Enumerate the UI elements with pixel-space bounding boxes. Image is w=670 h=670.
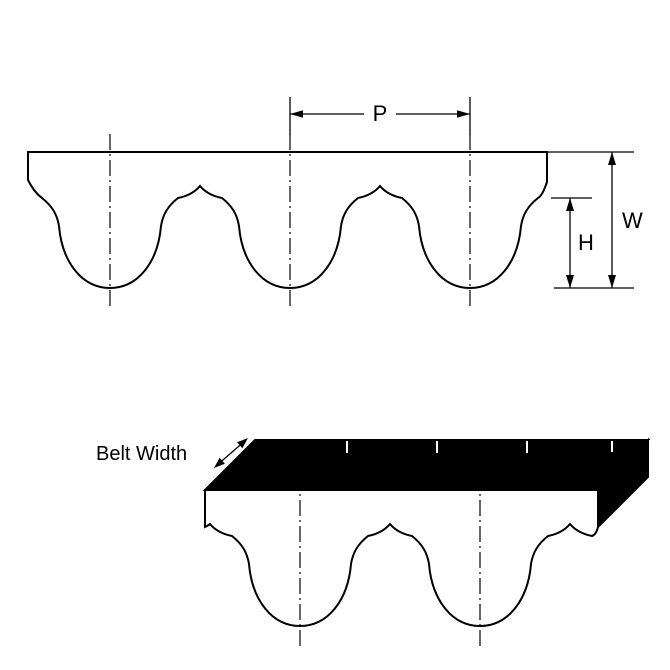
width-arrowhead-bottom	[608, 275, 616, 288]
pitch-label: P	[373, 101, 388, 126]
belt-3d-top-face	[202, 439, 651, 491]
width-arrowhead-top	[608, 152, 616, 165]
pitch-arrowhead-left	[290, 110, 303, 118]
belt-thickness-label: W	[622, 208, 643, 233]
belt-width-label: Belt Width	[96, 443, 187, 465]
belt-profile-outline	[27, 151, 548, 290]
belt-3d-end-face	[597, 437, 649, 530]
belt-width-arrowhead-upper	[237, 438, 248, 449]
tooth-height-label: H	[578, 230, 594, 255]
belt-3d-front-face	[204, 489, 599, 628]
belt-width-arrowhead-lower	[214, 457, 225, 468]
height-arrowhead-bottom	[566, 275, 574, 288]
height-arrowhead-top	[566, 198, 574, 211]
pitch-arrowhead-right	[457, 110, 470, 118]
